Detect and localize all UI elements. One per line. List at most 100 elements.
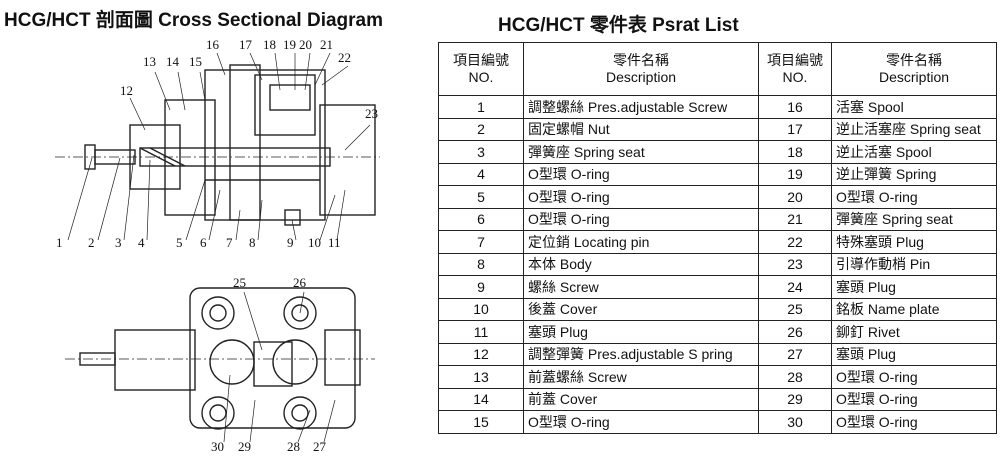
callout-22: 22: [338, 50, 351, 65]
part-number: 12: [438, 342, 524, 366]
part-number: 17: [758, 117, 832, 141]
header-no-en: NO.: [782, 69, 808, 85]
callout-26: 26: [293, 275, 306, 290]
callout-19: 19: [283, 37, 296, 52]
part-number: 3: [438, 140, 524, 164]
callout-11: 11: [328, 235, 341, 250]
part-number: 20: [758, 185, 832, 209]
header-no-zh: 項目編號: [767, 52, 823, 68]
cross-section-drawing: [55, 52, 380, 443]
callout-4: 4: [138, 235, 145, 250]
part-number: 23: [758, 252, 832, 276]
callout-9: 9: [287, 235, 294, 250]
header-desc-en: Description: [878, 69, 950, 85]
part-number: 16: [758, 95, 832, 119]
part-number: 22: [758, 230, 832, 254]
callout-10: 10: [308, 235, 321, 250]
part-description: O型環 O-ring: [523, 185, 759, 209]
part-description: 鉚釘 Rivet: [831, 320, 997, 344]
callout-18: 18: [263, 37, 276, 52]
part-description: 前蓋 Cover: [523, 387, 759, 411]
part-number: 25: [758, 297, 832, 321]
callout-15: 15: [189, 54, 202, 69]
part-number: 1: [438, 95, 524, 119]
part-number: 6: [438, 207, 524, 231]
callout-13: 13: [143, 54, 156, 69]
part-description: O型環 O-ring: [523, 207, 759, 231]
callout-3: 3: [115, 235, 122, 250]
part-description: 逆止活塞 Spool: [831, 140, 997, 164]
callout-12: 12: [120, 83, 133, 98]
plan-view: [65, 287, 375, 430]
part-description: O型環 O-ring: [523, 410, 759, 434]
callout-14: 14: [166, 54, 179, 69]
section-view: [55, 64, 380, 226]
part-description: 塞頭 Plug: [831, 342, 997, 366]
callout-8: 8: [249, 235, 256, 250]
part-number: 11: [438, 320, 524, 344]
part-number: 27: [758, 342, 832, 366]
part-number: 26: [758, 320, 832, 344]
part-number: 5: [438, 185, 524, 209]
header-no-en: NO.: [468, 69, 494, 85]
header-no-zh: 項目編號: [453, 52, 509, 68]
header-desc-zh: 零件名稱: [613, 52, 669, 68]
leader-lines: [67, 52, 371, 443]
part-number: 10: [438, 297, 524, 321]
part-description: O型環 O-ring: [831, 410, 997, 434]
callout-25: 25: [233, 275, 246, 290]
part-description: 逆止活塞座 Spring seat: [831, 117, 997, 141]
part-number: 8: [438, 252, 524, 276]
callout-30: 30: [211, 439, 224, 454]
part-number: 4: [438, 162, 524, 186]
part-description: 特殊塞頭 Plug: [831, 230, 997, 254]
part-number: 28: [758, 365, 832, 389]
part-description: O型環 O-ring: [831, 185, 997, 209]
callout-29: 29: [238, 439, 251, 454]
table-title: HCG/HCT 零件表 Psrat List: [498, 15, 739, 36]
callout-16: 16: [206, 37, 219, 52]
callout-1: 1: [56, 235, 63, 250]
part-number: 18: [758, 140, 832, 164]
callout-17: 17: [239, 37, 252, 52]
header-desc-zh: 零件名稱: [886, 52, 942, 68]
callout-23: 23: [365, 106, 378, 121]
part-description: 彈簧座 Spring seat: [523, 140, 759, 164]
part-description: O型環 O-ring: [831, 387, 997, 411]
part-number: 19: [758, 162, 832, 186]
callout-2: 2: [88, 235, 95, 250]
callout-5: 5: [176, 235, 183, 250]
header-desc-en: Description: [605, 69, 677, 85]
callout-7: 7: [226, 235, 233, 250]
part-description: 銘板 Name plate: [831, 297, 997, 321]
callout-21: 21: [320, 37, 333, 52]
part-description: 後蓋 Cover: [523, 297, 759, 321]
part-description: 螺絲 Screw: [523, 275, 759, 299]
part-description: 調整彈簧 Pres.adjustable S pring: [523, 342, 759, 366]
part-number: 14: [438, 387, 524, 411]
part-number: 9: [438, 275, 524, 299]
part-number: 21: [758, 207, 832, 231]
part-description: 塞頭 Plug: [831, 275, 997, 299]
diagram-title: HCG/HCT 剖面圖 Cross Sectional Diagram: [4, 10, 384, 31]
part-number: 15: [438, 410, 524, 434]
callout-6: 6: [200, 235, 207, 250]
part-description: 彈簧座 Spring seat: [831, 207, 997, 231]
